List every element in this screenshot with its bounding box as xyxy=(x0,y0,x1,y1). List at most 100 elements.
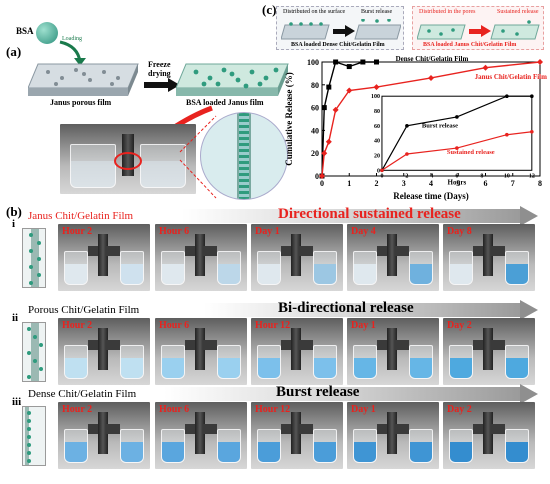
x-axis-label: Release time (Days) xyxy=(393,191,468,201)
series-label: Dense Chit/Gelatin Film xyxy=(396,55,469,63)
inset-y-tick-label: 60 xyxy=(374,124,380,130)
inset-y-tick-label: 0 xyxy=(377,168,380,174)
time-point-photo: Day 2 xyxy=(443,318,535,385)
inset-data-point xyxy=(455,115,459,119)
data-point xyxy=(346,87,353,94)
series-label: Janus Chit/Gelatin Film xyxy=(475,73,548,81)
inset-data-point xyxy=(455,146,459,150)
release-direction-arrow xyxy=(204,300,538,320)
time-point-label: Day 2 xyxy=(447,404,472,415)
diffusion-cell-photo xyxy=(60,124,196,194)
schematic-janus-box: Distributed in the pores Sustained relea… xyxy=(412,6,544,50)
inset-x-tick-label: 6 xyxy=(455,173,458,179)
time-point-photo: Hour 6 xyxy=(155,402,247,469)
schematic-dense-caption: BSA loaded Dense Chit/Gelatin Film xyxy=(291,42,385,48)
row-title: Dense Chit/Gelatin Film xyxy=(28,388,137,400)
data-point xyxy=(482,64,489,71)
time-point-photo: Day 8 xyxy=(443,224,535,291)
zoom-detail-circle xyxy=(200,112,288,200)
schematic-dense-top-label: Distributed on the surface xyxy=(283,9,346,15)
film-schematic-icon xyxy=(22,406,46,466)
time-point-photo: Day 4 xyxy=(347,224,439,291)
y-tick-label: 60 xyxy=(311,104,319,113)
release-mode-label: Burst release xyxy=(276,384,360,400)
dense-film-schematic-icon xyxy=(281,19,401,40)
schematic-janus-top-label: Distributed in the pores xyxy=(419,9,476,15)
panel-b-letter: (b) xyxy=(6,204,22,219)
time-point-label: Day 1 xyxy=(351,404,376,415)
film-schematic-icon xyxy=(22,228,46,288)
time-point-photo: Day 2 xyxy=(443,402,535,469)
inset-annotation: Burst release xyxy=(422,122,458,129)
data-point xyxy=(333,59,339,65)
time-point-label: Day 1 xyxy=(255,226,280,237)
row-title: Janus Chit/Gelatin Film xyxy=(28,210,134,222)
inset-frame xyxy=(381,95,533,171)
series-line xyxy=(321,61,377,177)
loading-label: Loading xyxy=(62,36,82,42)
panel-c-letter: (c) xyxy=(262,2,277,17)
time-point-label: Day 1 xyxy=(351,320,376,331)
inset-x-tick-label: 2 xyxy=(405,173,408,179)
release-mode-label: Bi-directional release xyxy=(278,300,414,316)
time-point-photo: Day 1 xyxy=(251,224,343,291)
time-point-photo: Hour 2 xyxy=(58,402,150,469)
drying-label: drying xyxy=(148,69,171,78)
data-point xyxy=(325,138,332,145)
x-tick-label: 2 xyxy=(375,179,379,188)
y-tick-label: 80 xyxy=(311,81,319,90)
time-point-photo: Day 1 xyxy=(347,318,439,385)
bsa-particles-icon xyxy=(36,22,58,44)
time-point-label: Day 8 xyxy=(447,226,472,237)
time-point-label: Hour 2 xyxy=(62,226,93,237)
inset-y-tick-label: 100 xyxy=(371,94,380,100)
row-title: Porous Chit/Gelatin Film xyxy=(28,304,140,316)
x-tick-label: 1 xyxy=(347,179,351,188)
schematic-dense-mid-label: Burst release xyxy=(361,9,393,15)
inset-data-point xyxy=(530,94,534,98)
time-point-label: Hour 6 xyxy=(159,404,190,415)
inset-x-axis-label: Hours xyxy=(448,178,467,186)
janus-porous-film-illustration xyxy=(28,63,139,96)
data-point xyxy=(326,84,332,90)
inset-data-point xyxy=(405,152,409,156)
janus-film-schematic-icon xyxy=(417,20,540,40)
film-schematic-icon xyxy=(22,322,46,382)
release-direction-arrow xyxy=(182,206,538,226)
inset-data-point xyxy=(405,124,409,128)
loading-arrow-icon xyxy=(59,40,86,66)
schematic-janus-caption: BSA loaded Janus Chit/Gelatin Film xyxy=(423,42,517,48)
time-point-label: Hour 12 xyxy=(255,320,291,331)
time-point-photo: Hour 2 xyxy=(58,318,150,385)
time-point-photo: Day 1 xyxy=(347,402,439,469)
x-tick-label: 5 xyxy=(456,179,460,188)
time-point-photo: Hour 6 xyxy=(155,224,247,291)
y-tick-label: 0 xyxy=(315,172,319,181)
inset-data-point xyxy=(380,168,384,173)
row-roman-label: i xyxy=(12,218,16,230)
time-point-label: Hour 2 xyxy=(62,404,93,415)
row-roman-label: iii xyxy=(12,396,22,408)
x-tick-label: 0 xyxy=(320,179,324,188)
x-tick-label: 8 xyxy=(538,179,542,188)
time-point-label: Day 4 xyxy=(351,226,376,237)
inset-x-tick-label: 12 xyxy=(529,173,535,179)
data-point xyxy=(332,106,339,113)
data-point xyxy=(374,59,379,65)
data-point xyxy=(360,59,366,65)
freeze-label: Freeze xyxy=(148,60,171,69)
inset-y-tick-label: 40 xyxy=(374,139,380,145)
inset-x-tick-label: 10 xyxy=(504,173,510,179)
y-axis-label: Cumulative Release (%) xyxy=(284,72,294,165)
data-point xyxy=(321,105,327,111)
bsa-label: BSA xyxy=(16,26,34,36)
inset-data-point xyxy=(505,94,509,98)
zoom-leader-lines xyxy=(179,115,217,199)
y-tick-label: 100 xyxy=(307,58,319,67)
data-point xyxy=(346,64,352,70)
row-roman-label: ii xyxy=(12,312,19,324)
porous-film-label: Janus porous film xyxy=(50,98,112,107)
data-point xyxy=(373,84,380,91)
bsa-loaded-janus-film-illustration xyxy=(176,63,289,96)
inset-y-tick-label: 80 xyxy=(374,109,380,115)
